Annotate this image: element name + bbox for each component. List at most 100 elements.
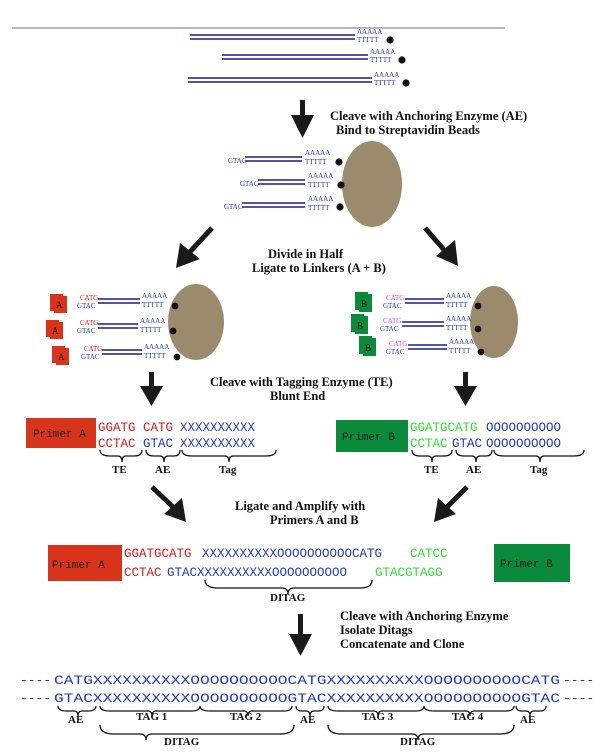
- gtac-label: GTAC: [240, 180, 259, 188]
- ditag-label: DITAG: [400, 736, 436, 748]
- primer-b-box: [494, 544, 570, 582]
- svg-text:CATG: CATG: [389, 340, 407, 348]
- diagonal-arrow-icon: [434, 485, 469, 522]
- primer-a-label: Primer A: [52, 560, 105, 572]
- svg-text:CCTAC: CCTAC: [98, 437, 136, 451]
- down-arrow-icon: [140, 372, 163, 406]
- svg-text:GGATGCATG: GGATGCATG: [410, 421, 478, 435]
- linker-a-label: A: [58, 352, 65, 362]
- polyT-label: TTTTT: [374, 79, 396, 87]
- primer-b-label: Primer B: [342, 432, 395, 444]
- step-cleave-ae2: Cleave with Anchoring Enzyme: [340, 609, 509, 623]
- tag-a-block: Primer A GGATG CATG XXXXXXXXXX CCTAC GTA…: [26, 418, 277, 476]
- tag-label: Tag: [219, 464, 237, 476]
- svg-text:GTAC: GTAC: [81, 353, 100, 361]
- primer-b-box: [336, 420, 408, 452]
- svg-text:TTTTT: TTTTT: [140, 326, 162, 334]
- svg-text:CATG: CATG: [84, 345, 102, 353]
- polyT-label: TTTTT: [357, 36, 379, 44]
- svg-text:TTTTT: TTTTT: [449, 347, 471, 355]
- svg-text:AAAAA: AAAAA: [140, 317, 165, 325]
- ae-label: AE: [466, 464, 481, 476]
- tag3-label: TAG 3: [362, 711, 394, 723]
- svg-text:GTAC: GTAC: [77, 327, 96, 335]
- te-label: TE: [112, 464, 127, 476]
- primer-a-label: Primer A: [33, 429, 86, 441]
- svg-text:CATG: CATG: [143, 421, 173, 435]
- step-concat: Concatenate and Clone: [340, 637, 465, 651]
- svg-text:CATG: CATG: [386, 294, 404, 302]
- te-label: TE: [424, 464, 439, 476]
- svg-text:AAAAA: AAAAA: [449, 338, 474, 346]
- svg-text:CATG: CATG: [80, 294, 98, 302]
- svg-text:AAAAA: AAAAA: [142, 292, 167, 300]
- ae-label: AE: [300, 714, 315, 726]
- polyA-label: AAAAA: [357, 28, 382, 36]
- polyT-label: TTTTT: [370, 56, 392, 64]
- primer-a-box: [26, 418, 96, 448]
- svg-text:XXXXXXXXXX: XXXXXXXXXX: [180, 437, 256, 451]
- svg-text:CATG: CATG: [383, 317, 401, 325]
- step-primers: Primers A and B: [270, 513, 359, 527]
- svg-text:GGATG: GGATG: [98, 421, 136, 435]
- svg-text:GTAC: GTAC: [380, 325, 399, 333]
- tag-b-block: Primer B GGATGCATG OOOOOOOOOO CCTAC GTAC…: [336, 420, 585, 476]
- svg-text:GTAC: GTAC: [77, 302, 96, 310]
- step-blunt: Blunt End: [270, 389, 325, 403]
- svg-text:----: ----: [20, 673, 51, 688]
- linker-b-label: B: [365, 343, 371, 353]
- ditag-label: DITAG: [270, 592, 306, 604]
- svg-text:OOOOOOOOOO: OOOOOOOOOO: [486, 421, 561, 435]
- svg-text:GTACGTAGG: GTACGTAGG: [375, 566, 443, 580]
- step-cleave-ae: Cleave with Anchoring Enzyme (AE): [330, 109, 527, 123]
- svg-text:CATG: CATG: [80, 319, 98, 327]
- linker-a-label: A: [56, 300, 63, 310]
- step-ligate-linkers: Ligate to Linkers (A + B): [252, 261, 386, 275]
- svg-text:AAAAA: AAAAA: [144, 343, 169, 351]
- down-arrow-icon: [454, 372, 477, 406]
- step-cleave-te: Cleave with Tagging Enzyme (TE): [210, 375, 393, 389]
- biotin-dot: [402, 79, 410, 87]
- svg-text:CATCC: CATCC: [410, 547, 448, 561]
- biotin-dot: [386, 36, 394, 44]
- concatemer-block: ---- CATGXXXXXXXXXXOOOOOOOOOOCATGXXXXXXX…: [20, 673, 594, 748]
- svg-text:OOOOOOOOOO: OOOOOOOOOO: [486, 437, 561, 451]
- svg-text:XXXXXXXXXX: XXXXXXXXXX: [180, 421, 256, 435]
- svg-text:GTAC: GTAC: [452, 437, 482, 451]
- linker-a-label: A: [52, 326, 59, 336]
- svg-text:----: ----: [20, 691, 51, 706]
- svg-text:CCTAC: CCTAC: [410, 437, 448, 451]
- tag-label: Tag: [530, 464, 548, 476]
- polyA-label: AAAAA: [370, 48, 395, 56]
- svg-text:TTTTT: TTTTT: [144, 352, 166, 360]
- primer-a-box: [48, 545, 122, 581]
- svg-text:GTAC: GTAC: [143, 437, 173, 451]
- polyT-label: TTTTT: [308, 204, 330, 212]
- polyT-label: TTTTT: [305, 158, 327, 166]
- step-divide: Divide in Half: [268, 247, 344, 261]
- linker-b-bead-group: B B B CATG GTAC CATG GTAC CATG GTAC AAAA…: [351, 286, 518, 358]
- top-strands: AAAAA TTTTT AAAAA TTTTT AAAAA TTTTT: [12, 27, 505, 87]
- step-bind-beads: Bind to Streptavidin Beads: [336, 123, 480, 137]
- diagonal-arrow-icon: [150, 485, 186, 522]
- gtac-label: GTAC: [224, 203, 243, 211]
- polyT-label: TTTTT: [308, 181, 330, 189]
- biotin-dot: [398, 56, 406, 64]
- polyA-label: AAAAA: [305, 149, 330, 157]
- svg-text:CCTAC: CCTAC: [124, 566, 162, 580]
- svg-text:TTTTT: TTTTT: [142, 301, 164, 309]
- primer-b-label: Primer B: [500, 559, 553, 571]
- svg-text:XXXXXXXXXXOOOOOOOOOOCATG: XXXXXXXXXXOOOOOOOOOOCATG: [202, 547, 382, 561]
- tag1-label: TAG 1: [136, 711, 167, 723]
- tag4-label: TAG 4: [452, 711, 484, 723]
- svg-text:GTACXXXXXXXXXXOOOOOOOOOOGTACXX: GTACXXXXXXXXXXOOOOOOOOOOGTACXXXXXXXXXXOO…: [54, 691, 560, 706]
- linker-b-label: B: [357, 321, 363, 331]
- bead-group: GTAC GTAC GTAC AAAAA TTTTT AAAAA TTTTT A…: [224, 141, 402, 227]
- svg-text:----: ----: [563, 691, 594, 706]
- step-ligate-amp: Ligate and Amplify with: [235, 499, 365, 513]
- diagonal-arrow-icon: [176, 226, 214, 268]
- polyA-label: AAAAA: [374, 71, 399, 79]
- step-isolate: Isolate Ditags: [340, 623, 413, 637]
- diagonal-arrow-icon: [423, 226, 458, 266]
